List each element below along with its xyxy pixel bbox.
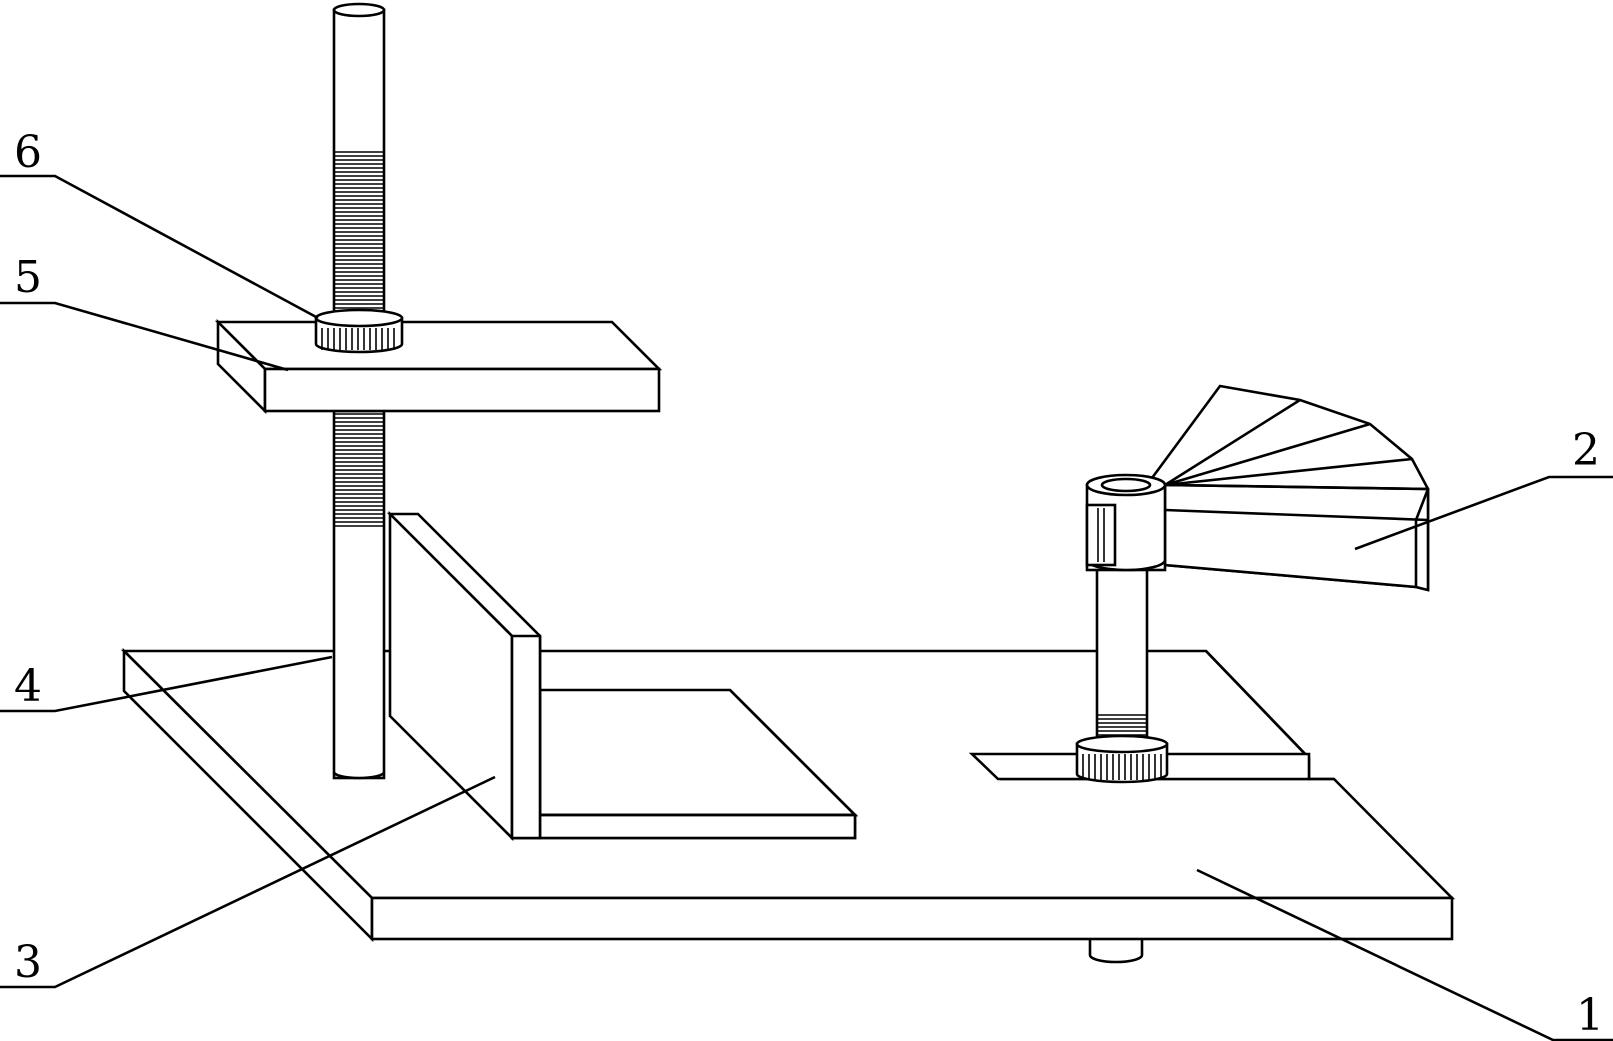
fan-rib-3 — [1164, 457, 1413, 487]
horizontal-arm — [214, 318, 663, 415]
base-step-edge — [1205, 650, 1310, 759]
label-6: 6 — [14, 127, 42, 178]
leader-4 — [0, 655, 333, 713]
column-assembly — [1075, 558, 1169, 784]
arm-top — [214, 320, 663, 371]
rod-upper-threads — [334, 151, 384, 313]
nut-lower-knurl — [1082, 754, 1162, 780]
nut-upper-knurl — [321, 328, 395, 350]
nut-upper-top — [314, 308, 404, 328]
fan-head-edge-2 — [1414, 488, 1430, 521]
rod-lower-end — [332, 771, 386, 780]
label-2: 2 — [1572, 425, 1600, 476]
base-plate-front-face — [370, 896, 1454, 941]
leader-6 — [0, 174, 319, 320]
label-4: 4 — [14, 661, 42, 712]
bracket-web-edge — [510, 634, 542, 840]
label-1: 1 — [1576, 990, 1604, 1041]
fan-rib-5 — [1164, 508, 1429, 522]
leader-5 — [0, 301, 289, 372]
knurled-nut-upper — [314, 308, 404, 354]
rod-upper-body — [332, 8, 386, 317]
label-3: 3 — [14, 937, 42, 988]
leader-3 — [0, 775, 496, 989]
column-body — [1095, 558, 1149, 747]
bracket-flange-front — [510, 813, 857, 840]
fan-rib-1 — [1164, 398, 1301, 487]
rod-upper-cap — [332, 2, 386, 18]
nut-lower-top — [1075, 734, 1169, 754]
arm-front-face — [263, 367, 661, 413]
fan-head — [1085, 384, 1430, 592]
threaded-rod-upper — [332, 2, 386, 317]
hub-bore — [1100, 477, 1152, 493]
callouts: 1 2 3 4 5 6 — [0, 127, 1613, 1041]
angle-bracket — [386, 510, 859, 842]
threaded-rod-lower — [332, 409, 386, 780]
fan-rib-4 — [1164, 483, 1429, 491]
nut-lower-body — [1075, 742, 1169, 784]
label-5: 5 — [14, 252, 42, 303]
leader-2 — [1354, 475, 1613, 551]
hub-window — [1085, 503, 1117, 567]
fan-rib-2 — [1164, 422, 1371, 487]
leader-1 — [1196, 868, 1613, 1041]
rod-lower-threads — [334, 413, 384, 527]
nut-upper-body — [314, 316, 404, 354]
